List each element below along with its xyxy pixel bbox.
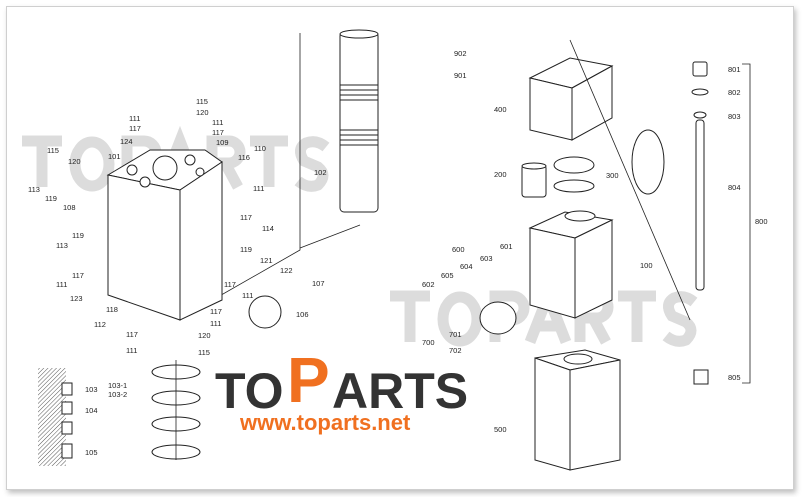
part-number-label: 805 bbox=[728, 373, 741, 382]
part-number-label: 702 bbox=[449, 346, 462, 355]
part-number-label: 117 bbox=[126, 330, 138, 339]
part-number-label: 117 bbox=[212, 128, 224, 137]
part-number-label: 103-1 bbox=[108, 381, 127, 390]
oring-300 bbox=[553, 179, 595, 193]
part-number-label: 111 bbox=[56, 280, 67, 289]
part-number-label: 116 bbox=[238, 153, 250, 162]
part-number-label: 119 bbox=[45, 194, 57, 203]
part-number-label: 119 bbox=[72, 231, 84, 240]
logo-arts: ARTS bbox=[332, 363, 468, 419]
part-number-label: 108 bbox=[63, 203, 76, 212]
part-number-label: 115 bbox=[198, 348, 210, 357]
part-number-label: 117 bbox=[240, 213, 252, 222]
part-number-label: 111 bbox=[210, 319, 221, 328]
cylinder-100 bbox=[528, 210, 614, 319]
part-number-label: 109 bbox=[216, 138, 229, 147]
part-number-label: 802 bbox=[728, 88, 741, 97]
part-number-label: 111 bbox=[253, 184, 264, 193]
part-number-label: 111 bbox=[242, 291, 253, 300]
logo-url: www.toparts.net bbox=[239, 410, 411, 435]
part-number-label: 117 bbox=[210, 307, 222, 316]
left-callouts: 111 117 115 120 111 117 109 124 116 110 … bbox=[28, 97, 327, 357]
accumulator-701 bbox=[479, 301, 517, 335]
part-number-label: 105 bbox=[85, 448, 98, 457]
part-number-label: 124 bbox=[120, 137, 133, 146]
part-number-label: 111 bbox=[129, 114, 140, 123]
part-number-label: 701 bbox=[449, 330, 462, 339]
part-number-label: 102 bbox=[314, 168, 327, 177]
part-number-label: 111 bbox=[126, 346, 137, 355]
seal-300 bbox=[553, 156, 595, 174]
valve-200 bbox=[521, 162, 547, 198]
part-number-label: 123 bbox=[70, 294, 83, 303]
head-cap-400 bbox=[528, 57, 614, 141]
part-number-label: 605 bbox=[441, 271, 454, 280]
part-number-label: 801 bbox=[728, 65, 741, 74]
front-head-500 bbox=[534, 349, 621, 471]
logo-p: P bbox=[287, 344, 330, 416]
part-number-label: 103 bbox=[85, 385, 98, 394]
part-number-label: 902 bbox=[454, 49, 467, 58]
part-number-label: 604 bbox=[460, 262, 473, 271]
seal-profiles bbox=[61, 382, 73, 459]
part-number-label: 122 bbox=[280, 266, 293, 275]
through-bolt-800 bbox=[691, 61, 709, 385]
section-detail bbox=[248, 295, 282, 329]
part-number-label: 104 bbox=[85, 406, 98, 415]
part-number-label: 101 bbox=[108, 152, 121, 161]
part-number-label: 117 bbox=[224, 280, 236, 289]
part-number-label: 119 bbox=[240, 245, 252, 254]
right-callouts: 902 901 400 200 300 600 601 603 604 605 … bbox=[422, 49, 768, 434]
part-number-label: 901 bbox=[454, 71, 467, 80]
cylinder-body-101 bbox=[106, 149, 223, 321]
part-number-label: 110 bbox=[254, 144, 266, 153]
part-number-label: 400 bbox=[494, 105, 507, 114]
part-number-label: 117 bbox=[129, 124, 141, 133]
part-number-label: 103-2 bbox=[108, 390, 127, 399]
part-number-label: 113 bbox=[56, 241, 68, 250]
part-number-label: 500 bbox=[494, 425, 507, 434]
part-number-label: 600 bbox=[452, 245, 465, 254]
part-number-label: 200 bbox=[494, 170, 507, 179]
seal-section-wall bbox=[38, 368, 66, 466]
part-number-label: 120 bbox=[198, 331, 211, 340]
part-number-label: 100 bbox=[640, 261, 653, 270]
cylinder-102 bbox=[339, 29, 379, 213]
logo-to: TO bbox=[215, 363, 284, 419]
part-number-label: 115 bbox=[196, 97, 208, 106]
part-number-label: 106 bbox=[296, 310, 309, 319]
part-number-label: 120 bbox=[68, 157, 81, 166]
part-number-label: 602 bbox=[422, 280, 435, 289]
toparts-logo: TO P ARTS www.toparts.net bbox=[215, 344, 468, 435]
part-number-label: 803 bbox=[728, 112, 741, 121]
part-number-label: 603 bbox=[480, 254, 493, 263]
part-number-label: 804 bbox=[728, 183, 741, 192]
part-number-label: 700 bbox=[422, 338, 435, 347]
section-detail-300 bbox=[631, 129, 665, 195]
part-number-label: 601 bbox=[500, 242, 513, 251]
part-number-label: 112 bbox=[94, 320, 106, 329]
part-number-label: 114 bbox=[262, 224, 274, 233]
part-number-label: 300 bbox=[606, 171, 619, 180]
part-number-label: 113 bbox=[28, 185, 40, 194]
part-number-label: 118 bbox=[106, 305, 118, 314]
part-number-label: 115 bbox=[47, 146, 59, 155]
seal-callouts: 103 103-1 103-2 104 105 bbox=[85, 381, 127, 457]
part-number-label: 800 bbox=[755, 217, 768, 226]
part-number-label: 111 bbox=[212, 118, 223, 127]
part-number-label: 120 bbox=[196, 108, 209, 117]
part-number-label: 117 bbox=[72, 271, 84, 280]
part-number-label: 107 bbox=[312, 279, 325, 288]
part-number-label: 121 bbox=[260, 256, 273, 265]
